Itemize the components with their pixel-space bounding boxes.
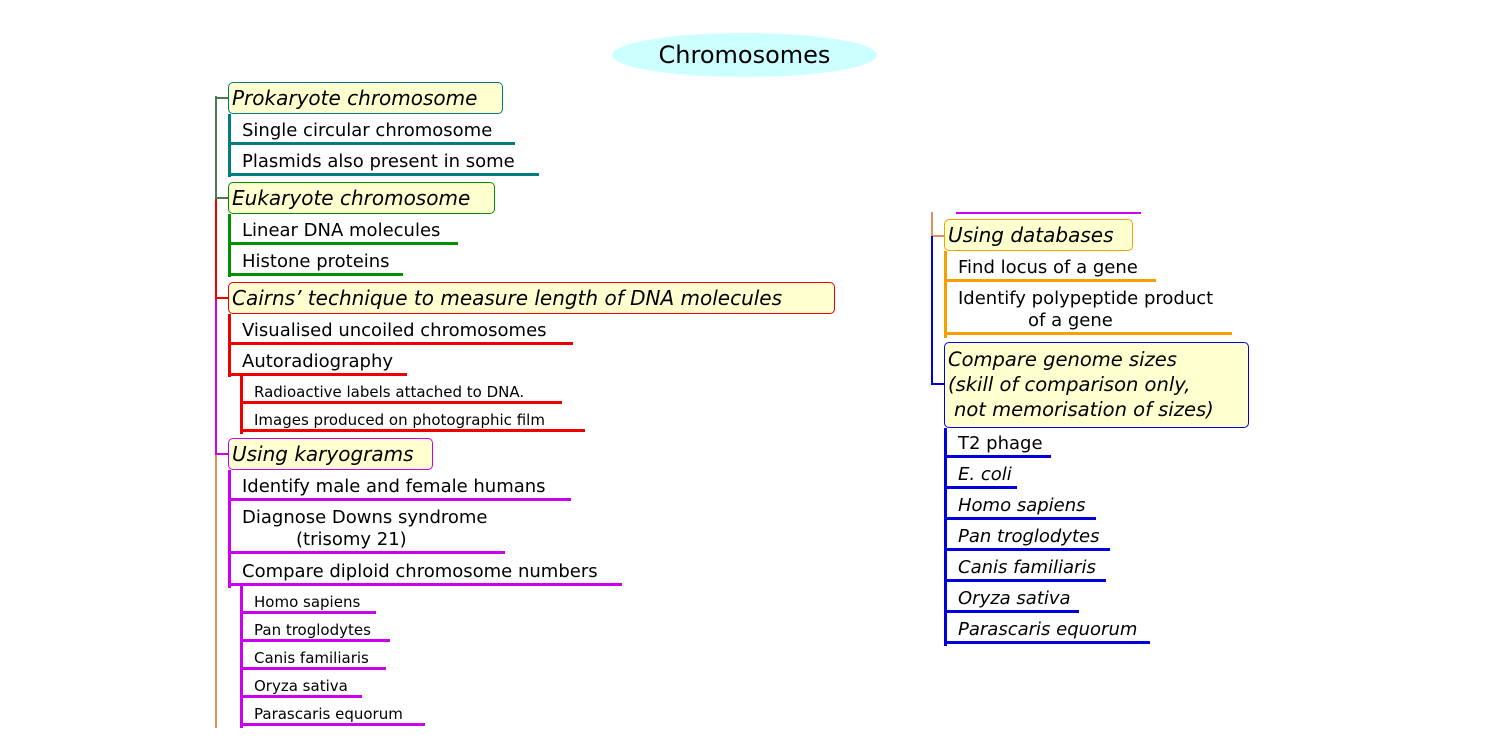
- topic-line: Compare genome sizes: [948, 348, 1177, 371]
- leaf-oryza-sativa[interactable]: Oryza sativa: [945, 588, 1079, 613]
- topic-line: not memorisation of sizes): [954, 398, 1214, 421]
- leaf-diagnose-downs[interactable]: Diagnose Downs syndrome (trisomy 21): [229, 507, 505, 554]
- leaf-line: Diagnose Downs syndrome: [242, 507, 488, 528]
- topic-karyograms[interactable]: Using karyograms: [228, 438, 433, 470]
- trunk-segment: [931, 236, 933, 385]
- leaf-line: of a gene: [1028, 310, 1113, 331]
- branch-line: [240, 586, 243, 728]
- branch-line: [240, 376, 243, 434]
- connector: [215, 453, 229, 455]
- leaf-visualised[interactable]: Visualised uncoiled chromosomes: [229, 320, 573, 345]
- branch-line: [228, 470, 231, 588]
- branch-line: [228, 214, 231, 277]
- leaf-homo-sapiens[interactable]: Homo sapiens: [945, 495, 1096, 520]
- cut-off-line: [956, 212, 1141, 214]
- topic-line: (skill of comparison only,: [948, 373, 1191, 396]
- branch-line: [944, 251, 947, 338]
- leaf-images-film[interactable]: Images produced on photographic film: [241, 411, 585, 432]
- leaf-homo-sapiens[interactable]: Homo sapiens: [241, 593, 376, 614]
- topic-eukaryote[interactable]: Eukaryote chromosome: [228, 182, 495, 214]
- leaf-t2-phage[interactable]: T2 phage: [945, 433, 1051, 458]
- connector: [215, 97, 229, 99]
- leaf-linear-dna[interactable]: Linear DNA molecules: [229, 220, 458, 245]
- leaf-compare-diploid[interactable]: Compare diploid chromosome numbers: [229, 561, 622, 586]
- leaf-e-coli[interactable]: E. coli: [945, 464, 1017, 489]
- branch-line: [228, 114, 231, 177]
- topic-cairns[interactable]: Cairns’ technique to measure length of D…: [228, 282, 835, 314]
- leaf-line: Identify polypeptide product: [958, 288, 1214, 309]
- leaf-histone[interactable]: Histone proteins: [229, 251, 403, 276]
- leaf-identify-polypeptide[interactable]: Identify polypeptide product of a gene: [945, 288, 1232, 335]
- leaf-pan-troglodytes[interactable]: Pan troglodytes: [241, 621, 390, 642]
- connector: [931, 235, 945, 237]
- leaf-oryza-sativa[interactable]: Oryza sativa: [241, 677, 362, 698]
- connector: [215, 297, 229, 299]
- topic-databases[interactable]: Using databases: [944, 219, 1133, 251]
- leaf-parascaris[interactable]: Parascaris equorum: [945, 619, 1150, 644]
- leaf-radioactive[interactable]: Radioactive labels attached to DNA.: [241, 383, 562, 404]
- leaf-identify-sex[interactable]: Identify male and female humans: [229, 476, 571, 501]
- leaf-plasmids[interactable]: Plasmids also present in some: [229, 151, 539, 176]
- central-topic[interactable]: Chromosomes: [612, 33, 877, 77]
- topic-prokaryote[interactable]: Prokaryote chromosome: [228, 82, 503, 114]
- trunk-segment: [931, 212, 933, 236]
- trunk-segment: [215, 298, 217, 455]
- leaf-pan-troglodytes[interactable]: Pan troglodytes: [945, 526, 1110, 551]
- leaf-single-circular[interactable]: Single circular chromosome: [229, 120, 515, 145]
- branch-line: [228, 314, 231, 377]
- connector: [931, 383, 945, 385]
- leaf-line: (trisomy 21): [296, 529, 407, 550]
- leaf-parascaris[interactable]: Parascaris equorum: [241, 705, 425, 726]
- leaf-canis-familiaris[interactable]: Canis familiaris: [945, 557, 1106, 582]
- leaf-autoradiography[interactable]: Autoradiography: [229, 351, 407, 376]
- trunk-segment: [215, 455, 217, 728]
- connector: [215, 197, 229, 199]
- branch-line: [944, 428, 947, 646]
- leaf-canis-familiaris[interactable]: Canis familiaris: [241, 649, 386, 670]
- leaf-find-locus[interactable]: Find locus of a gene: [945, 257, 1156, 282]
- trunk-segment: [215, 198, 217, 298]
- trunk-segment: [215, 96, 217, 198]
- topic-genome-sizes[interactable]: Compare genome sizes (skill of compariso…: [944, 342, 1249, 428]
